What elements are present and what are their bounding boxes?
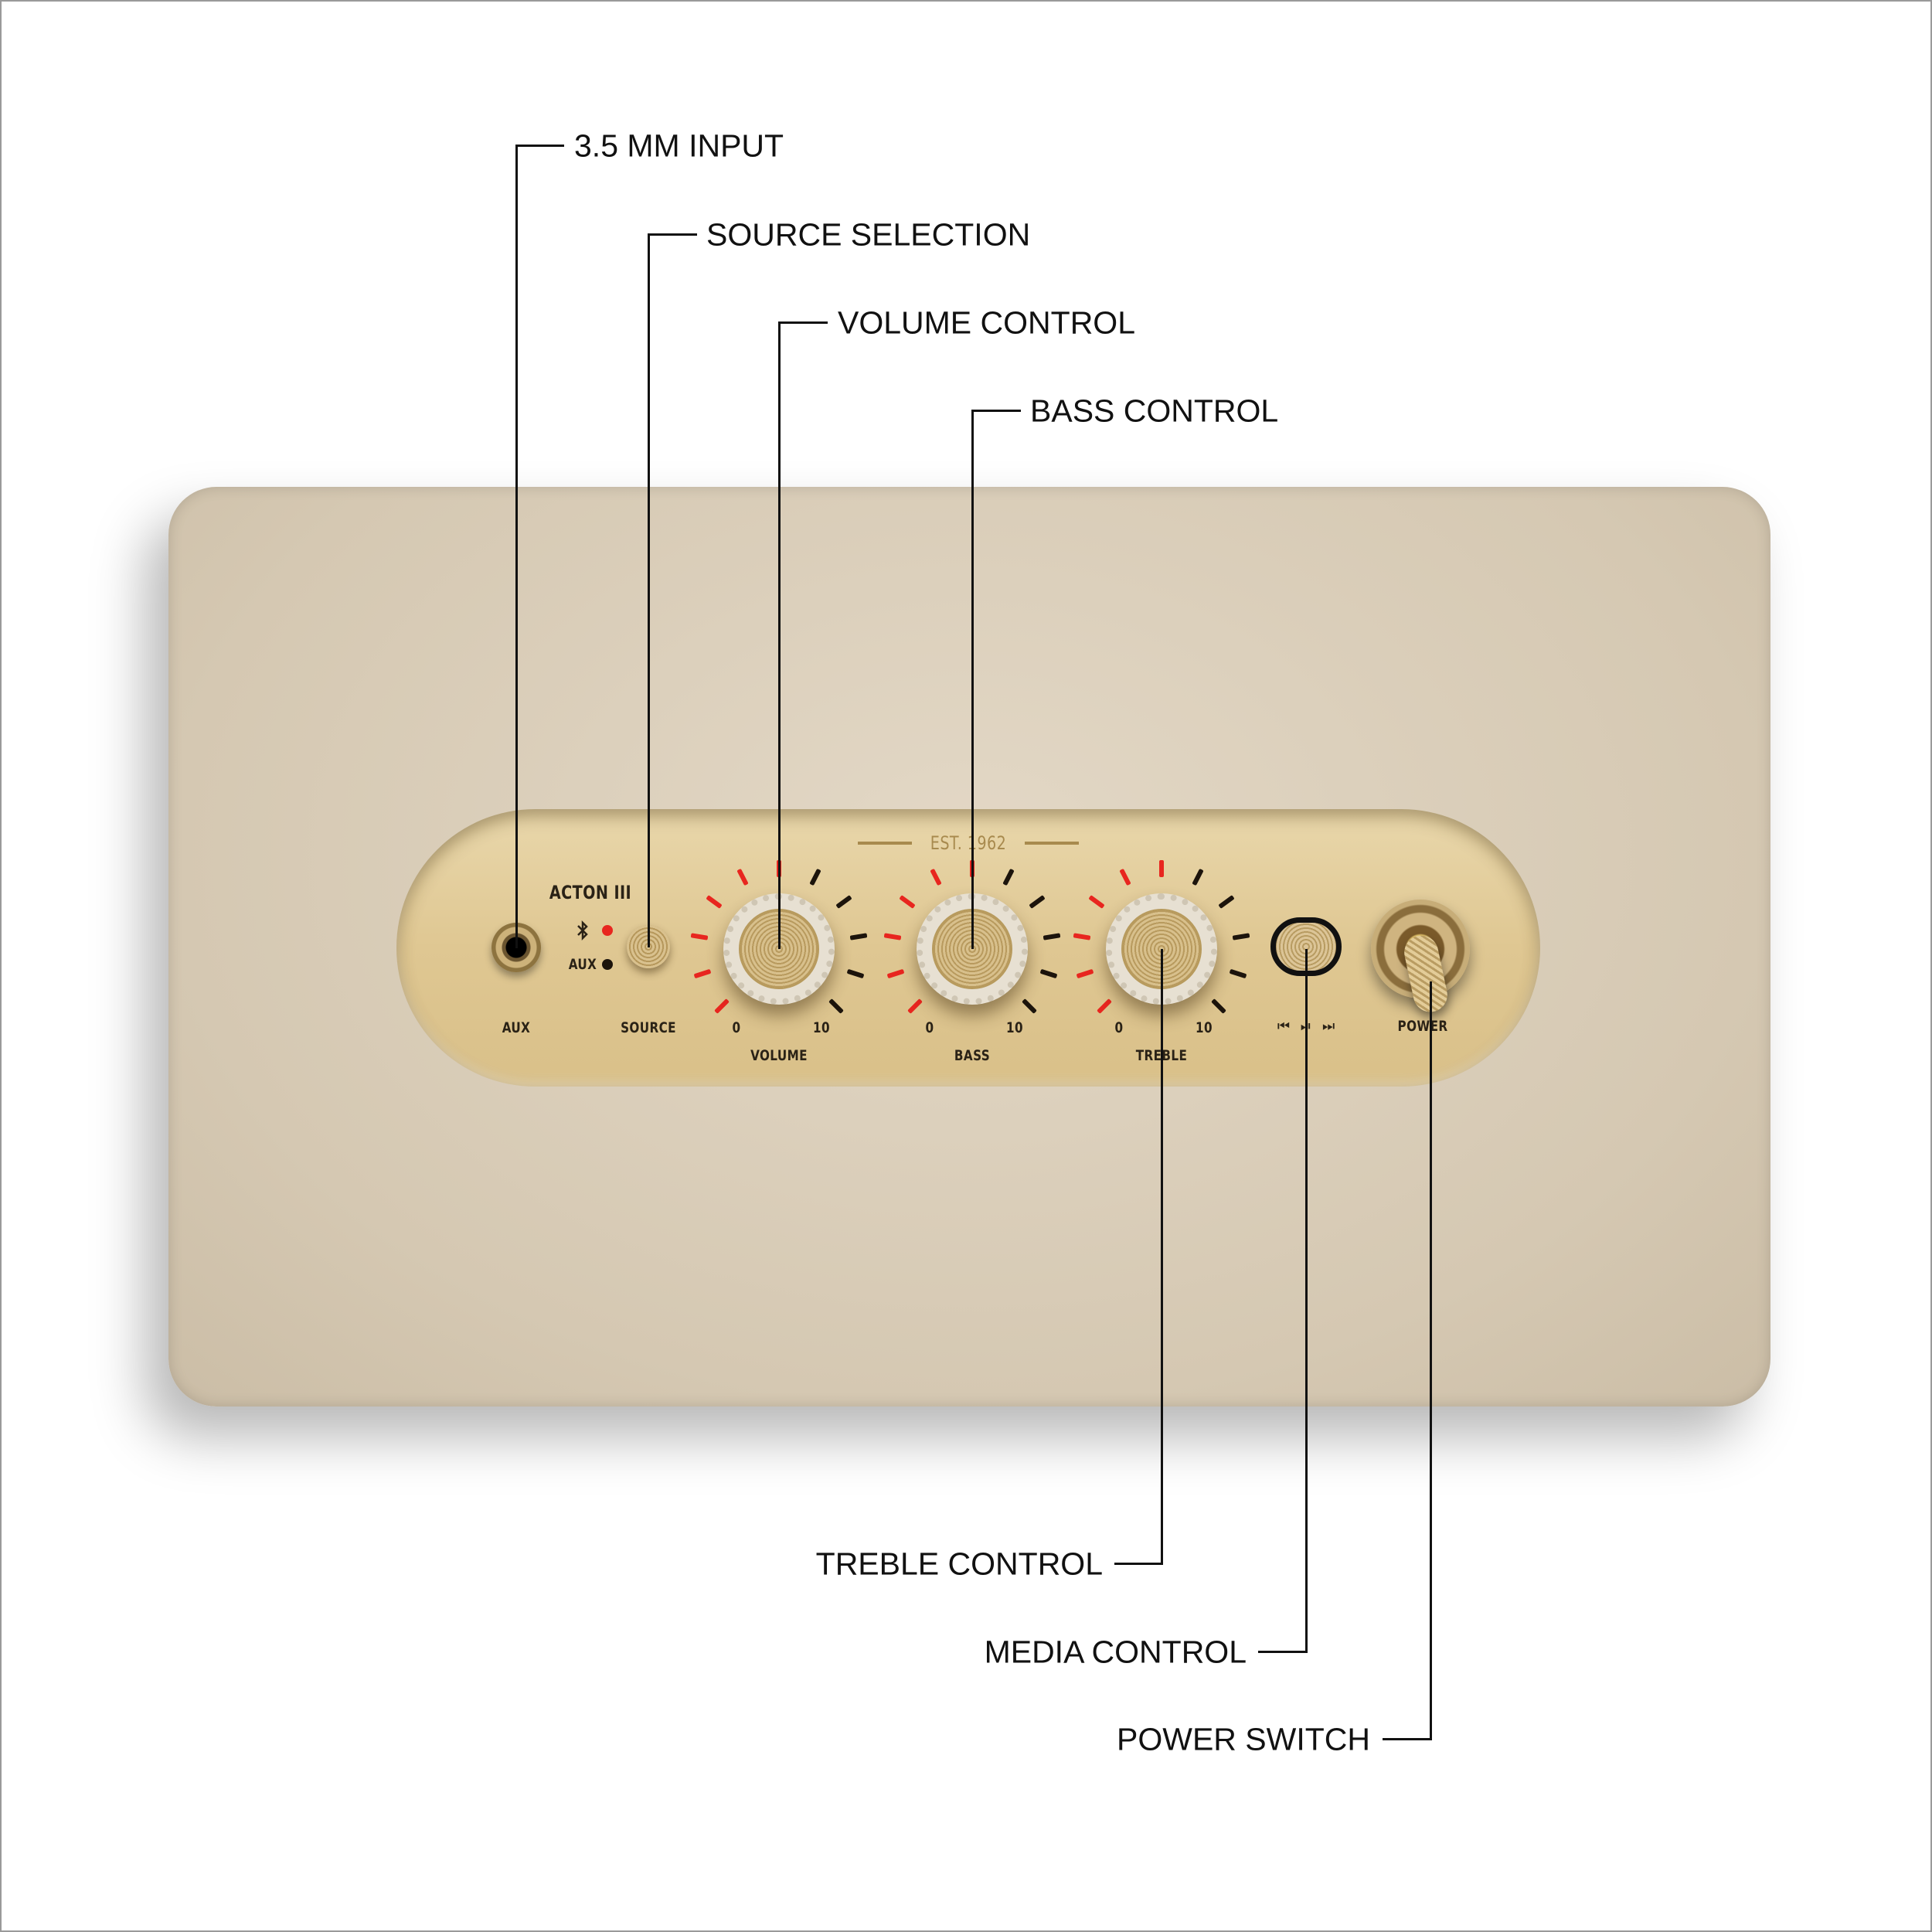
aux-indicator-dot [602, 959, 613, 970]
est-divider-left [858, 842, 912, 845]
power-label: POWER [1397, 1018, 1448, 1035]
callout-line-source-h [648, 233, 697, 236]
callout-line-treble [1161, 949, 1163, 1565]
callout-bass: BASS CONTROL [1030, 393, 1279, 429]
callout-aux-input: 3.5 MM INPUT [574, 128, 784, 164]
callout-media: MEDIA CONTROL [984, 1634, 1247, 1670]
source-label: SOURCE [621, 1019, 676, 1036]
callout-treble: TREBLE CONTROL [815, 1546, 1103, 1582]
callout-line-aux [515, 145, 518, 948]
volume-label: VOLUME [750, 1047, 808, 1064]
callout-line-aux-h [515, 145, 564, 147]
callout-line-media-h [1258, 1651, 1308, 1653]
previous-track-icon: ⏮ [1277, 1018, 1291, 1035]
volume-max-label: 10 [813, 1019, 830, 1036]
aux-label: AUX [502, 1019, 531, 1036]
callout-power: POWER SWITCH [1117, 1721, 1370, 1757]
callout-volume: VOLUME CONTROL [838, 304, 1135, 341]
est-divider-right [1025, 842, 1079, 845]
callout-line-treble-h [1114, 1563, 1163, 1565]
callout-line-power [1430, 981, 1432, 1740]
callout-line-media [1305, 949, 1308, 1653]
volume-min-label: 0 [732, 1019, 741, 1036]
bass-max-label: 10 [1006, 1019, 1023, 1036]
aux-indicator-label: AUX [568, 956, 597, 973]
callout-line-power-h [1383, 1738, 1432, 1740]
bluetooth-indicator-dot [602, 925, 613, 936]
treble-max-label: 10 [1196, 1019, 1213, 1036]
next-track-icon: ⏭ [1321, 1018, 1335, 1035]
bluetooth-icon [577, 920, 588, 941]
callout-line-volume-h [778, 321, 828, 324]
bass-label: BASS [954, 1047, 991, 1064]
model-name: ACTON III [549, 882, 632, 903]
bass-knob[interactable] [917, 893, 1028, 1005]
callout-line-source [648, 233, 650, 947]
bass-min-label: 0 [925, 1019, 934, 1036]
callout-line-bass [971, 410, 974, 949]
est-label: EST. 1962 [930, 832, 1007, 854]
callout-line-bass-h [971, 410, 1021, 412]
treble-min-label: 0 [1114, 1019, 1124, 1036]
callout-line-volume [778, 321, 781, 949]
callout-source: SOURCE SELECTION [706, 216, 1031, 253]
treble-tick-5 [1159, 860, 1164, 877]
